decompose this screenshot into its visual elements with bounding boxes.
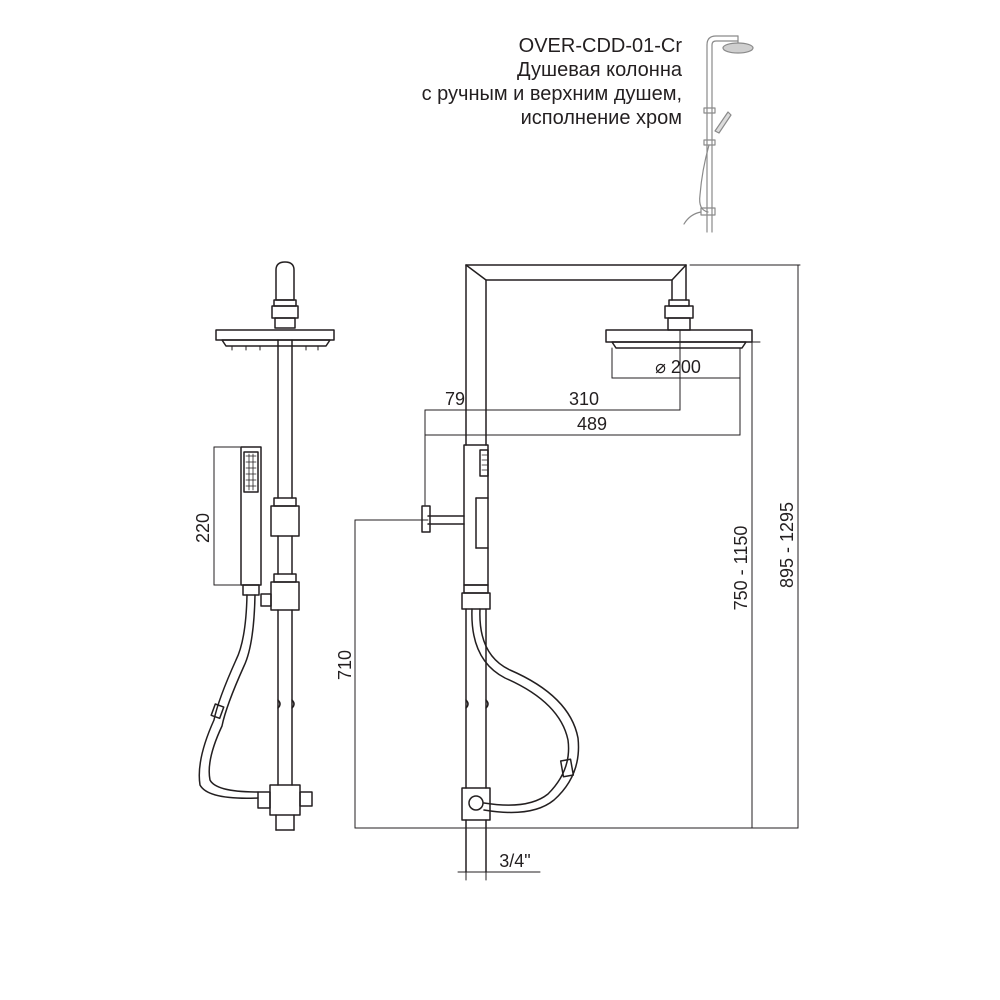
label-750-1150: 750 - 1150 [731, 526, 751, 611]
description-line-2: с ручным и верхним душем, [421, 83, 682, 105]
product-title-block: OVER-CDD-01-Cr Душевая колонна с ручным … [422, 34, 682, 130]
label-310: 310 [569, 389, 599, 409]
front-dimension-lines [354, 264, 801, 881]
front-view [421, 264, 753, 873]
label-79: 79 [445, 389, 465, 409]
label-3-4-inch: 3/4" [499, 851, 530, 871]
label-diameter-200: ⌀ 200 [655, 357, 701, 377]
description-line-1: Душевая колонна [517, 59, 682, 81]
thumbnail-illustration [683, 35, 754, 233]
label-710: 710 [335, 650, 355, 680]
label-489: 489 [577, 414, 607, 434]
label-895-1295: 895 - 1295 [777, 502, 797, 588]
description-line-3: исполнение хром [520, 107, 682, 129]
dim-220-lines [213, 446, 241, 586]
side-view [198, 261, 335, 831]
label-220: 220 [193, 513, 213, 543]
model-code: OVER-CDD-01-Cr [518, 35, 682, 57]
